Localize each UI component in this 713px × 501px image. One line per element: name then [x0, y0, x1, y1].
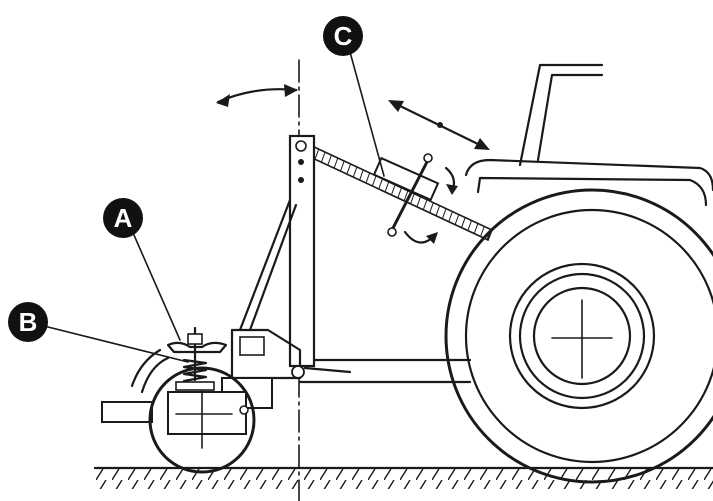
tractor	[444, 63, 713, 484]
gauge-wheel	[130, 348, 256, 474]
height-adjust-screw	[166, 326, 228, 391]
leader-line-b	[35, 323, 189, 363]
leader-line-a	[129, 225, 181, 341]
callout-a: A	[103, 198, 143, 238]
leader-lines	[35, 51, 385, 363]
tilt-arc-arrow	[216, 84, 298, 107]
ground	[93, 466, 713, 489]
callout-c-label: C	[334, 21, 353, 51]
implement-mast	[238, 134, 316, 368]
adjustment-double-arrow	[388, 100, 490, 150]
callout-a-label: A	[114, 203, 133, 233]
callout-b: B	[8, 302, 48, 342]
leader-line-c	[349, 51, 385, 177]
lower-links	[298, 358, 472, 384]
top-link	[306, 144, 494, 244]
callout-b-label: B	[19, 307, 38, 337]
callout-c: C	[323, 16, 363, 56]
